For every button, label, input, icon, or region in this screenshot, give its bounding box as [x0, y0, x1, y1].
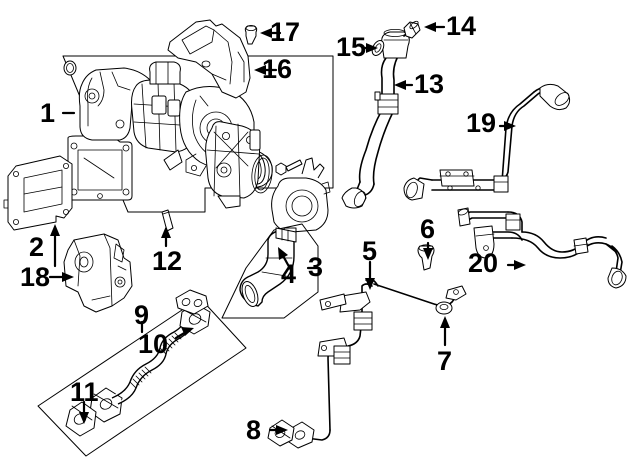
oil-line-fitting [175, 289, 209, 315]
callout-19[interactable]: 19 [466, 108, 497, 138]
callout-1[interactable]: 1 [40, 98, 56, 128]
callout-17[interactable]: 17 [270, 17, 301, 47]
turbocharger-gasket [3, 155, 73, 231]
dowel-pin [161, 209, 174, 232]
callout-2[interactable]: 2 [29, 232, 45, 262]
coolant-hose-assembly [341, 25, 415, 209]
callout-6[interactable]: 6 [420, 214, 436, 244]
callout-12[interactable]: 12 [152, 246, 183, 276]
callout-18[interactable]: 18 [20, 262, 51, 292]
callout-15[interactable]: 15 [336, 32, 367, 62]
banjo-bolt [403, 20, 421, 39]
callout-20[interactable]: 20 [468, 248, 499, 278]
callout-13[interactable]: 13 [414, 69, 445, 99]
bolt-fitting-8 [267, 419, 295, 447]
callout-11[interactable]: 11 [70, 377, 99, 407]
callout-4[interactable]: 4 [281, 259, 297, 289]
heat-shield-bolt [244, 24, 258, 45]
seal-o-ring [435, 301, 453, 315]
oil-supply-line [89, 303, 211, 423]
callout-9[interactable]: 9 [134, 300, 150, 330]
turbocharger-bracket [63, 233, 133, 313]
throttle-body-assembly [205, 121, 331, 239]
callout-16[interactable]: 16 [262, 54, 293, 84]
callout-leaders [48, 22, 526, 435]
callout-7[interactable]: 7 [437, 346, 453, 376]
throttle-bolt [275, 159, 303, 176]
coolant-return-pipe [403, 83, 571, 201]
panel-turbocharger-assembly [62, 55, 334, 213]
panel-oil-line [37, 297, 247, 457]
heat-shield [167, 19, 251, 99]
callout-5[interactable]: 5 [362, 236, 378, 266]
callout-14[interactable]: 14 [446, 11, 477, 41]
oil-line-gasket [65, 401, 97, 437]
callout-3[interactable]: 3 [308, 252, 324, 282]
vacuum-hose-assembly [457, 207, 627, 289]
callout-10[interactable]: 10 [138, 329, 169, 359]
callout-8[interactable]: 8 [246, 415, 262, 445]
